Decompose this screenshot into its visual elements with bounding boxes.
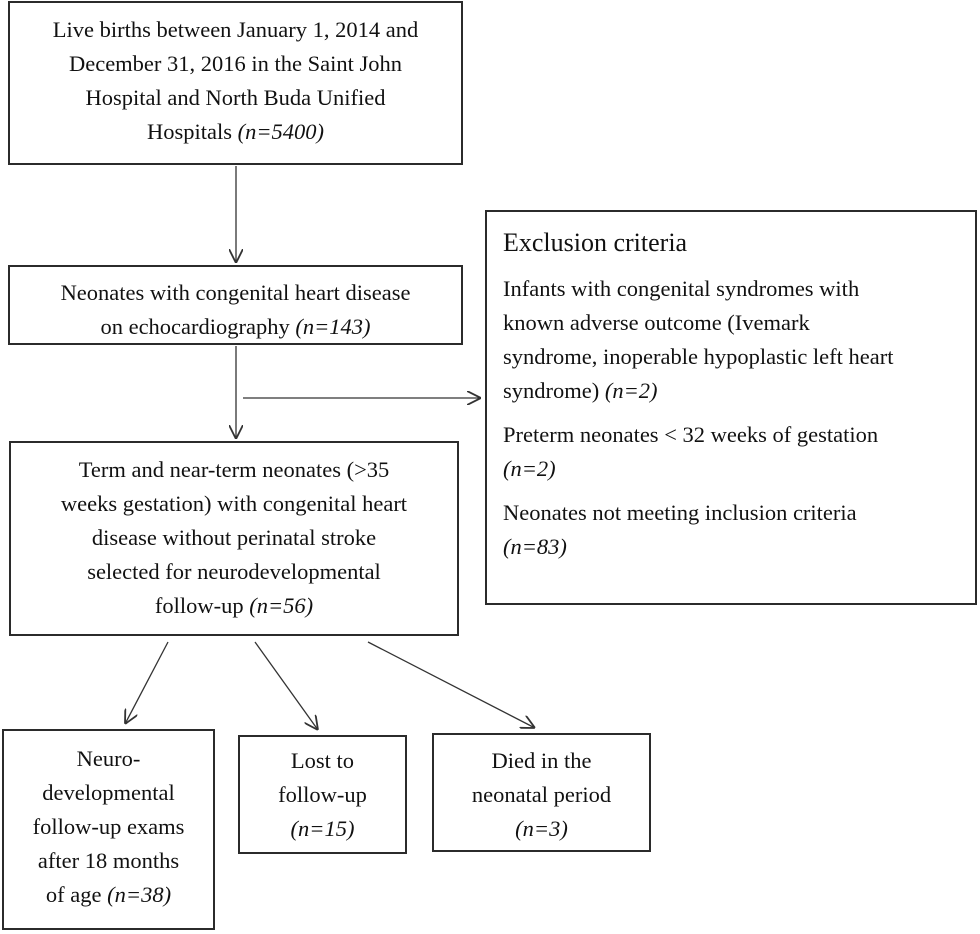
box-line: Neonates with congenital heart disease [60,280,411,305]
criterion-syndromes: Infants with congenital syndromes with k… [503,272,961,408]
box-line: Live births between January 1, 2014 and [52,17,419,42]
box-text: follow-up [154,593,250,618]
box-died-neonatal: Died in the neonatal period (n=3) [432,733,651,852]
arrow-to-died [367,641,535,728]
box-selected-followup: Term and near-term neonates (>35 weeks g… [9,441,459,636]
exclusion-title: Exclusion criteria [503,228,688,257]
box-line: Term and near-term neonates (>35 [78,457,390,482]
box-line: neonatal period [471,782,612,807]
count-label: (n=15) [290,816,355,841]
box-exclusion-criteria: Exclusion criteria Infants with congenit… [485,210,977,605]
count-label: (n=38) [107,882,172,907]
box-line: after 18 months [37,848,180,873]
arrow-to-followup [125,641,169,724]
box-line: Preterm neonates < 32 weeks of gestation [503,422,879,447]
box-chd-neonates: Neonates with congenital heart disease o… [8,265,463,345]
box-text: syndrome) [503,378,605,403]
box-line: December 31, 2016 in the Saint John [68,51,403,76]
criterion-preterm: Preterm neonates < 32 weeks of gestation… [503,418,961,486]
box-line: Hospitals (n=5400) [10,115,461,149]
box-line: follow-up [278,782,367,807]
count-label: (n=5400) [237,119,325,144]
box-text: of age [45,882,108,907]
box-line: developmental [42,780,175,805]
box-live-births: Live births between January 1, 2014 and … [8,1,463,165]
box-line: selected for neurodevelopmental [87,559,381,584]
box-lost-to-followup: Lost to follow-up (n=15) [238,735,407,854]
box-line: on echocardiography (n=143) [10,310,461,344]
box-line: known adverse outcome (Ivemark [503,310,810,335]
count-label: (n=56) [249,593,314,618]
count-label: (n=3) [515,816,568,841]
box-line: follow-up exams [32,814,185,839]
box-text: on echocardiography [100,314,296,339]
box-line: disease without perinatal stroke [91,525,377,550]
box-line: Neonates not meeting inclusion criteria [503,500,857,525]
box-line: Infants with congenital syndromes with [503,276,860,301]
box-line: follow-up (n=56) [11,589,457,623]
box-line: of age (n=38) [4,878,213,912]
criterion-not-meeting-inclusion: Neonates not meeting inclusion criteria … [503,496,961,564]
box-line: Died in the [491,748,592,773]
count-label: (n=143) [295,314,371,339]
count-label: (n=2) [604,378,658,403]
count-label: (n=83) [503,534,567,559]
arrow-to-lost [254,641,318,730]
box-line: syndrome, inoperable hypoplastic left he… [503,344,894,369]
box-line: Lost to [290,748,355,773]
box-line: syndrome) (n=2) [503,374,961,408]
box-line: Neuro- [76,746,141,771]
count-label: (n=2) [503,456,556,481]
box-text: Hospitals [146,119,238,144]
box-line: weeks gestation) with congenital heart [60,491,408,516]
box-neurodevelopmental-followup: Neuro- developmental follow-up exams aft… [2,729,215,930]
box-line: Hospital and North Buda Unified [85,85,386,110]
